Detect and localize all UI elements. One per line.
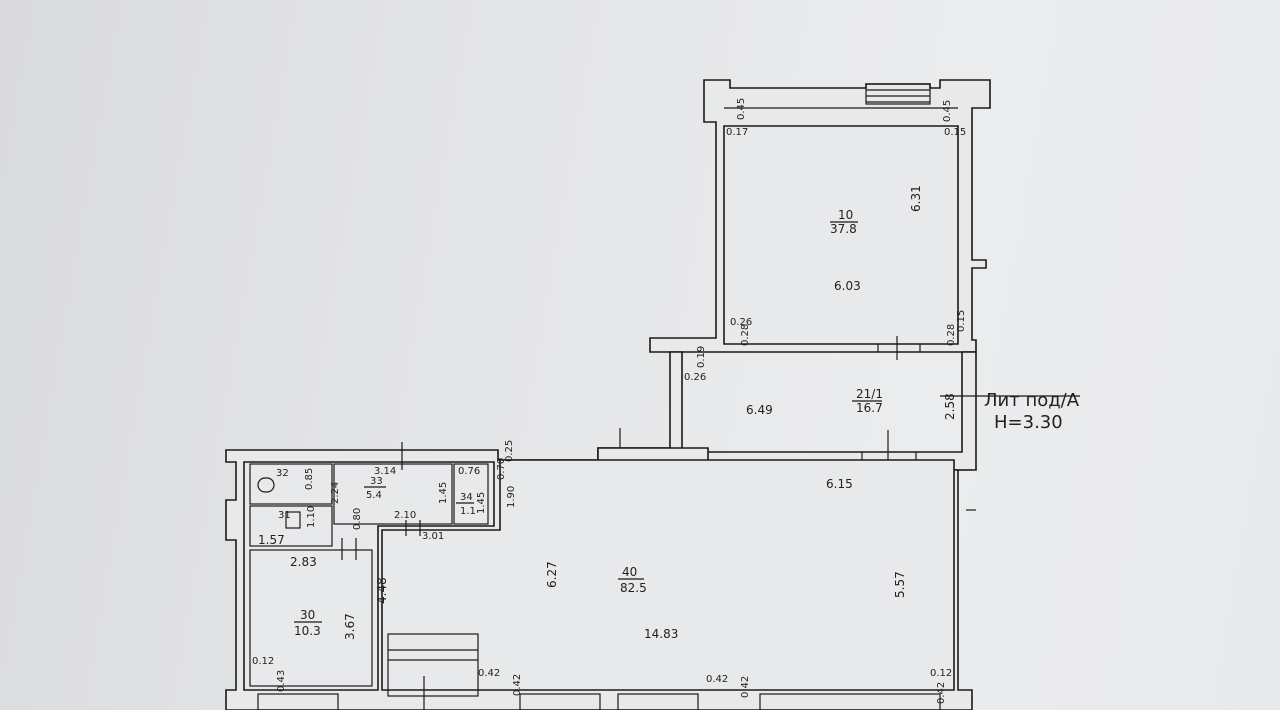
dim-0-70: 0.70 — [496, 458, 507, 480]
dim-2-58: 2.58 — [943, 393, 957, 420]
dim-0-76: 0.76 — [458, 466, 480, 477]
dim-0-26-room21: 0.26 — [684, 372, 706, 383]
room-33-number: 33 — [370, 476, 383, 487]
dim-1-57: 1.57 — [258, 533, 285, 547]
room-10-number: 10 — [838, 208, 853, 222]
dim-0-28-right: 0.28 — [946, 324, 957, 346]
dim-0-42-c: 0.42 — [706, 674, 728, 685]
room-30-number: 30 — [300, 608, 315, 622]
dim-3-14: 3.14 — [374, 466, 396, 477]
dim-1-90: 1.90 — [506, 486, 517, 508]
dim-0-45-left: 0.45 — [736, 98, 747, 120]
dim-0-26-room10: 0.26 — [730, 317, 752, 328]
dim-0-45-right: 0.45 — [942, 100, 953, 122]
dim-0-25: 0.25 — [504, 440, 515, 462]
dim-6-27: 6.27 — [545, 561, 559, 588]
room-40-area: 82.5 — [620, 581, 647, 595]
dim-2-24: 2.24 — [330, 482, 341, 504]
dimension-labels: 6.31 6.03 0.45 0.17 0.45 0.15 0.26 0.28 … — [252, 98, 967, 704]
dim-1-45-a: 1.45 — [438, 482, 449, 504]
dim-4-48: 4.48 — [375, 577, 389, 604]
dim-0-19: 0.19 — [696, 346, 707, 368]
room-33-area: 5.4 — [366, 490, 382, 501]
dim-0-42-d: 0.42 — [740, 676, 751, 698]
dim-6-31: 6.31 — [909, 185, 923, 212]
dim-1-10: 1.10 — [306, 506, 317, 528]
room-10-walls — [649, 79, 991, 360]
dim-0-15-top: 0.15 — [944, 127, 966, 138]
dim-0-15-bottom: 0.15 — [956, 310, 967, 332]
dim-0-12-left: 0.12 — [252, 656, 274, 667]
dim-0-42-e: 0.42 — [936, 682, 947, 704]
dim-3-01: 3.01 — [422, 531, 444, 542]
dim-6-49: 6.49 — [746, 403, 773, 417]
dim-0-12-right: 0.12 — [930, 668, 952, 679]
dim-5-57: 5.57 — [893, 571, 907, 598]
main-block-walls — [225, 442, 976, 710]
room-40-number: 40 — [622, 565, 637, 579]
dim-6-03: 6.03 — [834, 279, 861, 293]
dim-0-42-a: 0.42 — [478, 668, 500, 679]
dim-0-17: 0.17 — [726, 127, 748, 138]
room-34-area: 1.1 — [460, 506, 476, 517]
dim-0-28-left: 0.28 — [740, 324, 751, 346]
room-30-area: 10.3 — [294, 624, 321, 638]
dim-0-85: 0.85 — [304, 468, 315, 490]
dim-2-10: 2.10 — [394, 510, 416, 521]
dim-0-43: 0.43 — [276, 670, 287, 692]
room-31-number: 31 — [278, 510, 291, 521]
room-21-number: 21/1 — [856, 387, 883, 401]
room-21-area: 16.7 — [856, 401, 883, 415]
dim-3-67: 3.67 — [343, 613, 357, 640]
plan-title-line2: Н=3.30 — [994, 412, 1063, 433]
room-32-number: 32 — [276, 468, 289, 479]
dim-0-80: 0.80 — [352, 508, 363, 530]
dim-0-42-b: 0.42 — [512, 674, 523, 696]
dim-1-45-b: 1.45 — [476, 492, 487, 514]
room-34-number: 34 — [460, 492, 473, 503]
dim-14-83: 14.83 — [644, 627, 678, 641]
room-labels: 10 37.8 21/1 16.7 40 82.5 30 10.3 33 5.4… — [276, 208, 883, 638]
room-10-area: 37.8 — [830, 222, 857, 236]
plan-title-line1: Лит под/А — [984, 390, 1080, 411]
dim-6-15: 6.15 — [826, 477, 853, 491]
dim-2-83: 2.83 — [290, 555, 317, 569]
